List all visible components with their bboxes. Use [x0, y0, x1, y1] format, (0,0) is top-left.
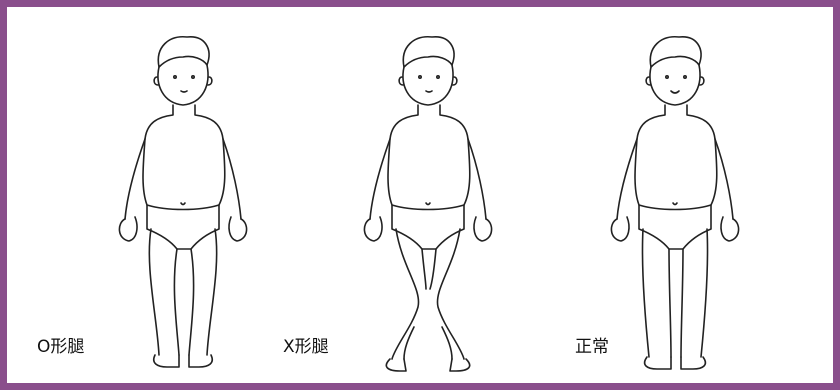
figure-normal	[599, 27, 749, 372]
label-o-legs: O形腿	[37, 332, 84, 357]
child-drawing-x-legs	[364, 37, 491, 371]
label-normal: 正常	[575, 332, 609, 357]
child-drawing-normal	[611, 37, 738, 369]
child-drawing-o-legs	[119, 37, 246, 367]
figure-o-legs	[107, 27, 257, 372]
figure-x-legs	[352, 27, 502, 372]
label-x-legs: X形腿	[283, 332, 329, 357]
